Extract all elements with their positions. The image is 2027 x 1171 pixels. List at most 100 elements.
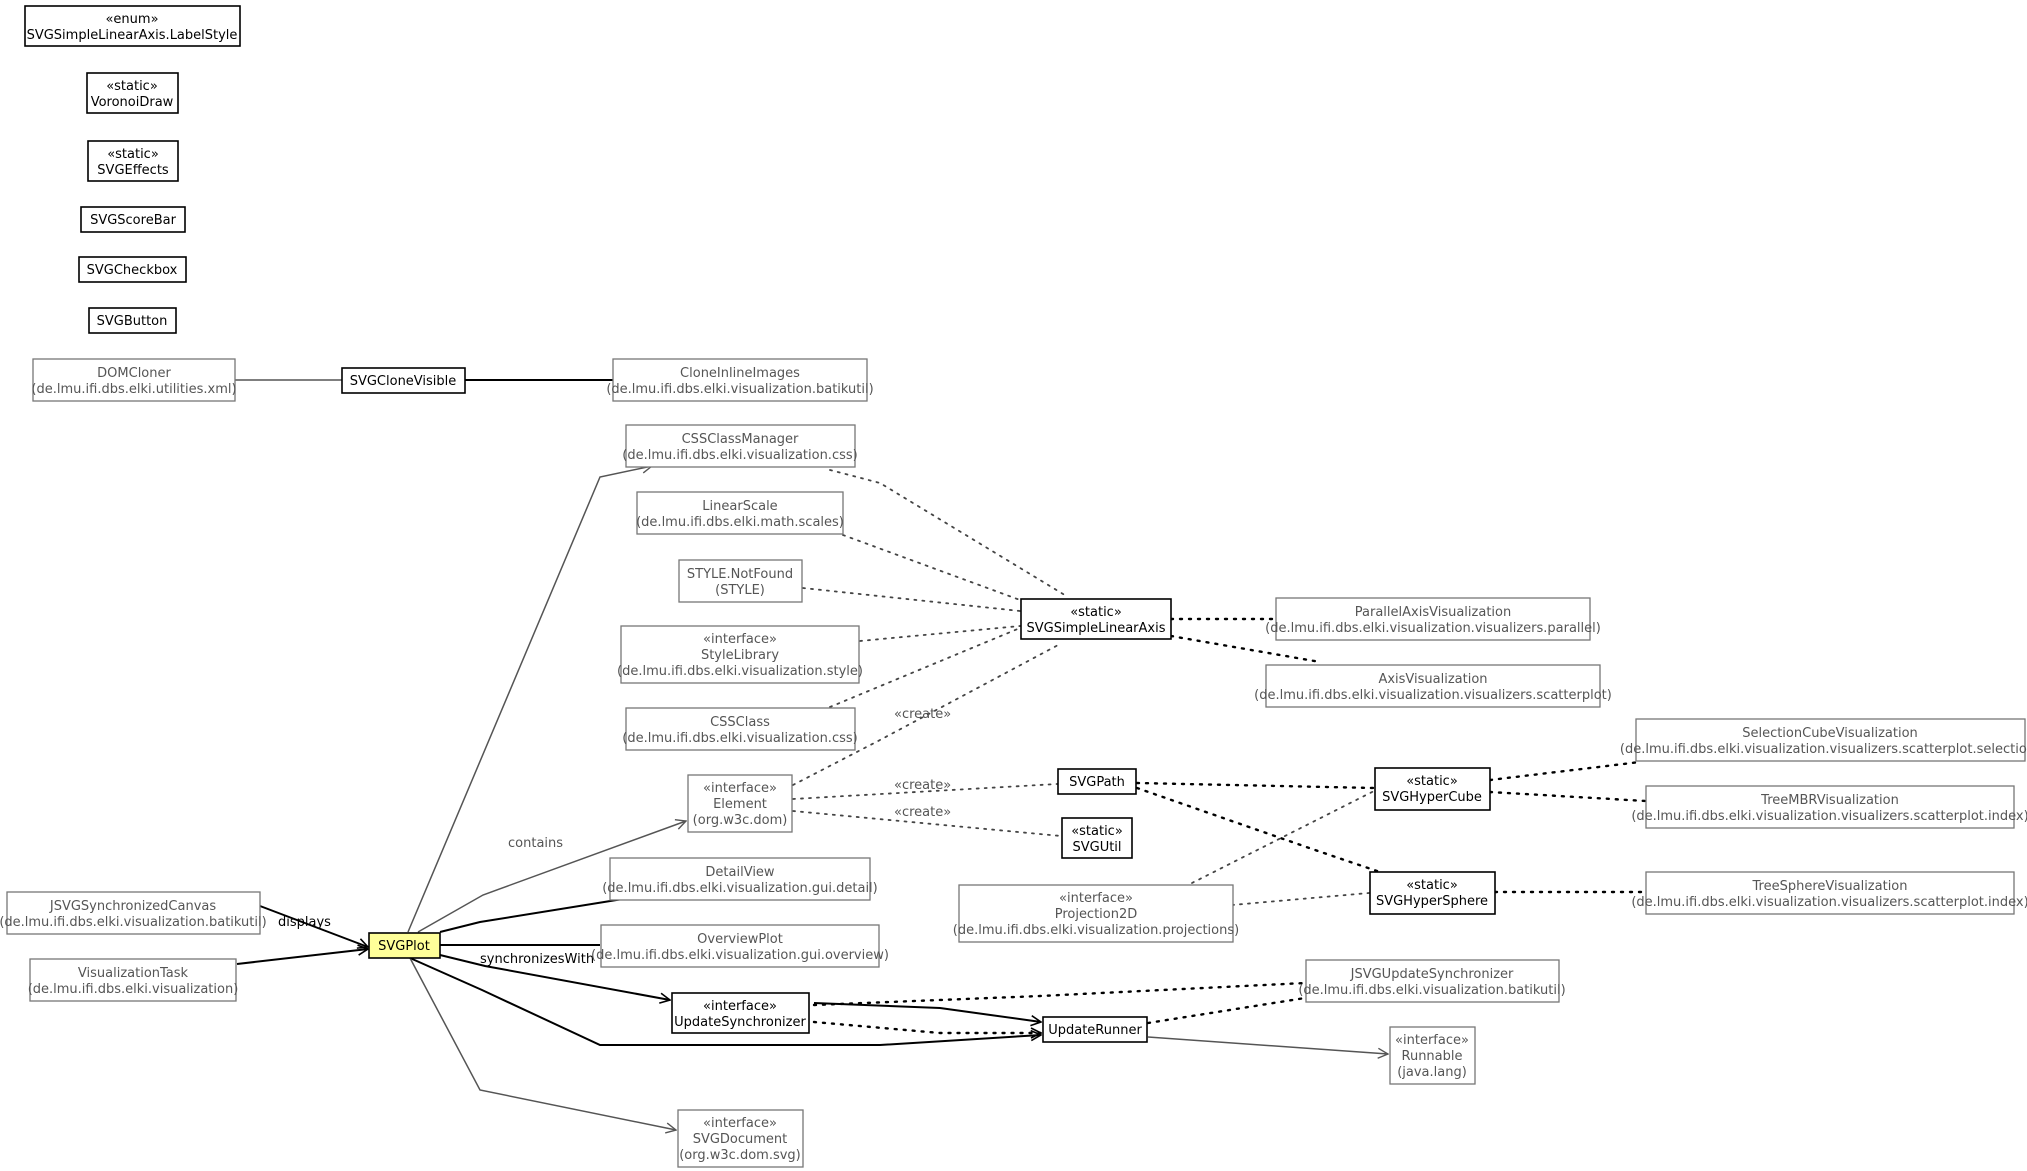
- edge-label-create: «create»: [894, 805, 951, 820]
- edge-label-synchronizeswith: synchronizesWith: [480, 952, 594, 967]
- class-node-element[interactable]: «interface» Element (org.w3c.dom): [687, 774, 793, 833]
- node-title: JSVGSynchronizedCanvas: [49, 899, 217, 914]
- node-title: SVGCloneVisible: [350, 374, 457, 389]
- node-title: LinearScale: [702, 499, 777, 514]
- node-title: SelectionCubeVisualization: [1742, 726, 1918, 741]
- node-title: SVGEffects: [97, 163, 169, 178]
- class-node-voronoidraw[interactable]: «static» VoronoiDraw: [86, 72, 179, 114]
- node-package: (de.lmu.ifi.dbs.elki.visualization.visua…: [1265, 621, 1601, 636]
- node-title: SVGPath: [1069, 775, 1125, 790]
- node-package: (org.w3c.dom.svg): [679, 1148, 801, 1163]
- node-title: SVGHyperCube: [1382, 790, 1482, 805]
- edge-updatesync-updaterunner: [813, 1002, 1041, 1022]
- node-stereotype: «static»: [1406, 878, 1458, 893]
- edge-svgpath-hypercube: [1135, 781, 1376, 790]
- node-package: (de.lmu.ifi.dbs.elki.visualization.visua…: [1631, 895, 2027, 910]
- class-node-svgclonevisible[interactable]: SVGCloneVisible: [341, 367, 466, 394]
- edge-notfound-linearaxis: [802, 587, 1021, 612]
- node-package: (de.lmu.ifi.dbs.elki.visualization.style…: [617, 664, 863, 679]
- edges: [235, 379, 1648, 1130]
- node-title: SVGSimpleLinearAxis.LabelStyle: [27, 28, 238, 43]
- class-node-svgcheckbox[interactable]: SVGCheckbox: [78, 256, 187, 283]
- class-node-projection2d[interactable]: «interface» Projection2D (de.lmu.ifi.dbs…: [953, 884, 1239, 943]
- edge-vistask-svgplot: [236, 949, 368, 965]
- node-package: (java.lang): [1397, 1065, 1467, 1080]
- node-stereotype: «interface»: [1059, 891, 1133, 906]
- node-stereotype: «static»: [1070, 605, 1122, 620]
- class-node-svghypercube[interactable]: «static» SVGHyperCube: [1374, 767, 1491, 811]
- node-stereotype: «static»: [1406, 774, 1458, 789]
- class-node-runnable[interactable]: «interface» Runnable (java.lang): [1389, 1026, 1476, 1085]
- edge-linearaxis-axisvis: [1169, 634, 1322, 664]
- node-title: CSSClass: [710, 715, 770, 730]
- node-title: SVGButton: [97, 314, 168, 329]
- node-title: StyleLibrary: [701, 648, 779, 663]
- node-package: (STYLE): [715, 583, 765, 598]
- edge-label-displays: displays: [278, 915, 331, 930]
- node-package: (de.lmu.ifi.dbs.elki.visualization.css): [622, 731, 857, 746]
- class-node-detailview[interactable]: DetailView (de.lmu.ifi.dbs.elki.visualiz…: [602, 857, 878, 901]
- class-node-overviewplot[interactable]: OverviewPlot (de.lmu.ifi.dbs.elki.visual…: [591, 924, 889, 968]
- class-node-svgbutton[interactable]: SVGButton: [88, 307, 177, 334]
- node-stereotype: «interface»: [703, 781, 777, 796]
- class-node-svghypersphere[interactable]: «static» SVGHyperSphere: [1369, 871, 1496, 915]
- class-node-treespherevisualization[interactable]: TreeSphereVisualization (de.lmu.ifi.dbs.…: [1631, 871, 2027, 915]
- edge-labels: displays contains synchronizesWith «crea…: [278, 707, 951, 967]
- node-title: VisualizationTask: [78, 966, 189, 981]
- node-package: (de.lmu.ifi.dbs.elki.visualization.batik…: [0, 915, 267, 930]
- class-node-stylelibrary[interactable]: «interface» StyleLibrary (de.lmu.ifi.dbs…: [617, 625, 863, 684]
- node-stereotype: «static»: [106, 79, 158, 94]
- class-node-updatesynchronizer[interactable]: «interface» UpdateSynchronizer: [671, 992, 810, 1034]
- class-node-domcloner[interactable]: DOMCloner (de.lmu.ifi.dbs.elki.utilities…: [31, 358, 237, 402]
- node-title: DetailView: [705, 865, 775, 880]
- node-package: (de.lmu.ifi.dbs.elki.visualization.gui.o…: [591, 948, 889, 963]
- node-stereotype: «interface»: [1395, 1033, 1469, 1048]
- nodes: «enum» SVGSimpleLinearAxis.LabelStyle «s…: [0, 5, 2027, 1168]
- class-node-cssclassmanager[interactable]: CSSClassManager (de.lmu.ifi.dbs.elki.vis…: [622, 424, 858, 468]
- edge-stylelib-linearaxis: [859, 625, 1021, 642]
- class-node-style-notfound[interactable]: STYLE.NotFound (STYLE): [678, 559, 803, 603]
- node-title: SVGUtil: [1072, 840, 1121, 855]
- node-title: SVGHyperSphere: [1376, 894, 1488, 909]
- edge-svgplot-element: [417, 821, 686, 933]
- class-node-visualizationtask[interactable]: VisualizationTask (de.lmu.ifi.dbs.elki.v…: [28, 958, 239, 1002]
- class-node-svgdocument[interactable]: «interface» SVGDocument (org.w3c.dom.svg…: [677, 1109, 804, 1168]
- class-node-linearscale[interactable]: LinearScale (de.lmu.ifi.dbs.elki.math.sc…: [636, 491, 844, 535]
- edge-svgplot-detailview: [439, 897, 630, 933]
- node-title: CSSClassManager: [682, 432, 799, 447]
- class-node-svgutil[interactable]: «static» SVGUtil: [1061, 817, 1133, 859]
- class-node-axisvisualization[interactable]: AxisVisualization (de.lmu.ifi.dbs.elki.v…: [1254, 664, 1612, 708]
- edge-label-contains: contains: [508, 836, 563, 851]
- class-node-updaterunner[interactable]: UpdateRunner: [1042, 1016, 1148, 1043]
- class-node-cssclass[interactable]: CSSClass (de.lmu.ifi.dbs.elki.visualizat…: [622, 707, 858, 751]
- node-title: SVGScoreBar: [90, 213, 177, 228]
- class-node-selectioncubevisualization[interactable]: SelectionCubeVisualization (de.lmu.ifi.d…: [1620, 718, 2027, 762]
- class-node-jsvgupdatesynchronizer[interactable]: JSVGUpdateSynchronizer (de.lmu.ifi.dbs.e…: [1298, 959, 1566, 1003]
- node-title: SVGSimpleLinearAxis: [1027, 621, 1166, 636]
- node-title: ParallelAxisVisualization: [1355, 605, 1511, 620]
- class-node-svgscorebar[interactable]: SVGScoreBar: [80, 206, 186, 233]
- node-stereotype: «interface»: [703, 999, 777, 1014]
- node-package: (de.lmu.ifi.dbs.elki.visualization): [28, 982, 239, 997]
- class-node-treembrvisualization[interactable]: TreeMBRVisualization (de.lmu.ifi.dbs.elk…: [1631, 785, 2027, 829]
- node-title: SVGDocument: [693, 1132, 788, 1147]
- node-package: (de.lmu.ifi.dbs.elki.visualization.css): [622, 448, 857, 463]
- node-stereotype: «enum»: [105, 12, 158, 27]
- class-node-parallelaxisvisualization[interactable]: ParallelAxisVisualization (de.lmu.ifi.db…: [1265, 597, 1601, 641]
- edge-updatesync-jsvgupdate: [812, 981, 1307, 1007]
- edge-svgplot-updatesync: [439, 954, 670, 1000]
- node-package: (de.lmu.ifi.dbs.elki.utilities.xml): [31, 382, 236, 397]
- class-node-svgplot[interactable]: SVGPlot: [368, 932, 441, 959]
- node-package: (org.w3c.dom): [693, 813, 788, 828]
- node-title: SVGCheckbox: [87, 263, 178, 278]
- class-node-svgpath[interactable]: SVGPath: [1057, 768, 1137, 795]
- class-node-svgsimplelinearaxis[interactable]: «static» SVGSimpleLinearAxis: [1020, 598, 1172, 640]
- class-node-labelstyle[interactable]: «enum» SVGSimpleLinearAxis.LabelStyle: [24, 5, 241, 47]
- edge-projection-hypersphere: [1231, 892, 1370, 906]
- edge-svgplot-cssmanager: [407, 466, 652, 933]
- class-node-svgeffects[interactable]: «static» SVGEffects: [87, 140, 179, 182]
- class-node-jsvgsynchronizedcanvas[interactable]: JSVGSynchronizedCanvas (de.lmu.ifi.dbs.e…: [0, 891, 267, 935]
- node-title: CloneInlineImages: [680, 366, 800, 381]
- node-package: (de.lmu.ifi.dbs.elki.visualization.visua…: [1631, 809, 2027, 824]
- class-node-cloneinlineimages[interactable]: CloneInlineImages (de.lmu.ifi.dbs.elki.v…: [606, 358, 874, 402]
